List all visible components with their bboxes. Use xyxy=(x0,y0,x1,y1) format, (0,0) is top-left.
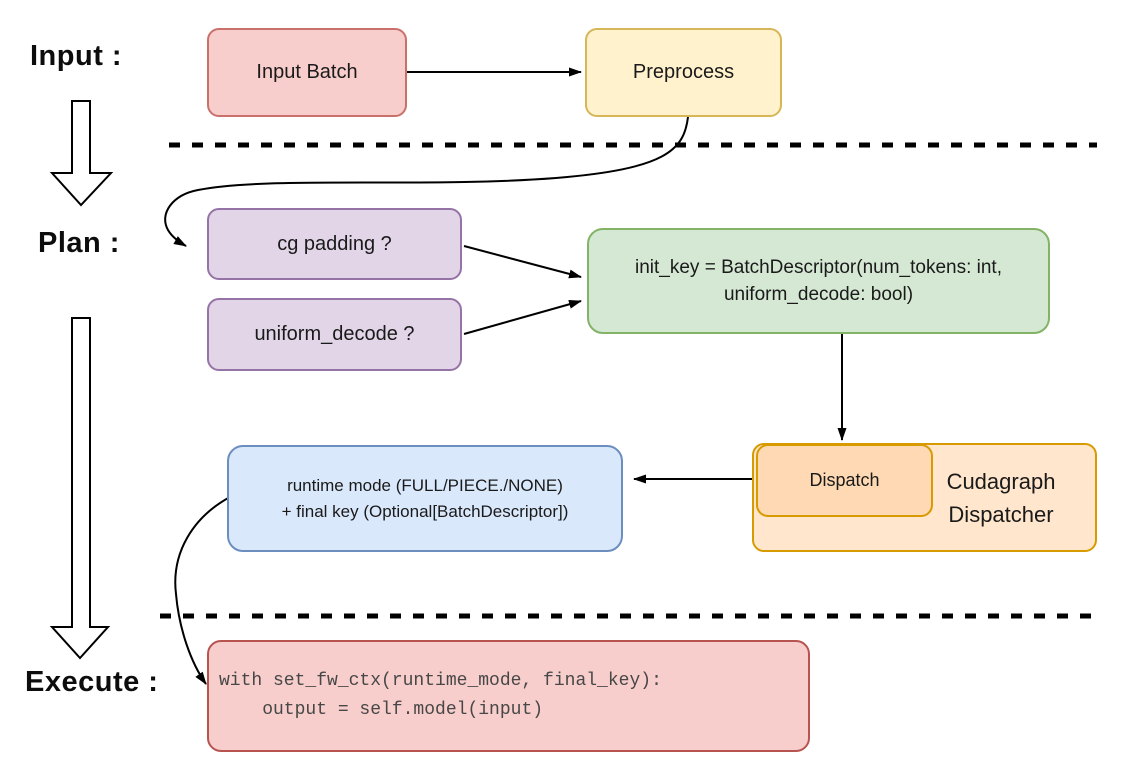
stage-label-input: Input : xyxy=(30,40,123,72)
node-runtime-result-line1: runtime mode (FULL/PIECE./NONE) xyxy=(287,475,563,495)
node-preprocess: Preprocess xyxy=(585,28,782,117)
node-execute-code: with set_fw_ctx(runtime_mode, final_key)… xyxy=(207,640,810,752)
stage-label-execute: Execute : xyxy=(25,666,159,698)
arrow-cgpadding-to-initkey xyxy=(463,245,582,279)
node-dispatch: Dispatch xyxy=(756,444,933,517)
node-input-batch-label: Input Batch xyxy=(256,61,358,83)
stage-arrow-plan-to-execute xyxy=(49,317,111,660)
node-init-key-line1: init_key = BatchDescriptor(num_tokens: i… xyxy=(635,257,1002,278)
stage-label-plan: Plan : xyxy=(38,227,120,259)
node-cudagraph-dispatcher-line2: Dispatcher xyxy=(948,501,1054,527)
node-execute-code-line1: with set_fw_ctx(runtime_mode, final_key)… xyxy=(219,671,662,691)
node-input-batch: Input Batch xyxy=(207,28,407,117)
node-preprocess-label: Preprocess xyxy=(632,61,735,83)
node-cg-padding-label: cg padding ? xyxy=(277,232,392,255)
node-init-key: init_key = BatchDescriptor(num_tokens: i… xyxy=(587,228,1050,334)
node-cg-padding: cg padding ? xyxy=(207,208,462,280)
node-cudagraph-dispatcher-line1: Cudagraph xyxy=(946,468,1056,494)
node-runtime-result: runtime mode (FULL/PIECE./NONE) + final … xyxy=(227,445,623,552)
stage-arrow-input-to-plan xyxy=(49,100,114,207)
node-runtime-result-line2: + final key (Optional[BatchDescriptor]) xyxy=(281,501,569,521)
arrow-uniformdecode-to-initkey xyxy=(463,299,582,335)
node-dispatch-label: Dispatch xyxy=(809,470,880,490)
node-uniform-decode: uniform_decode ? xyxy=(207,298,462,371)
node-uniform-decode-label: uniform_decode ? xyxy=(254,323,415,345)
node-init-key-line2: uniform_decode: bool) xyxy=(723,284,914,305)
node-execute-code-line2: output = self.model(input) xyxy=(219,700,544,720)
